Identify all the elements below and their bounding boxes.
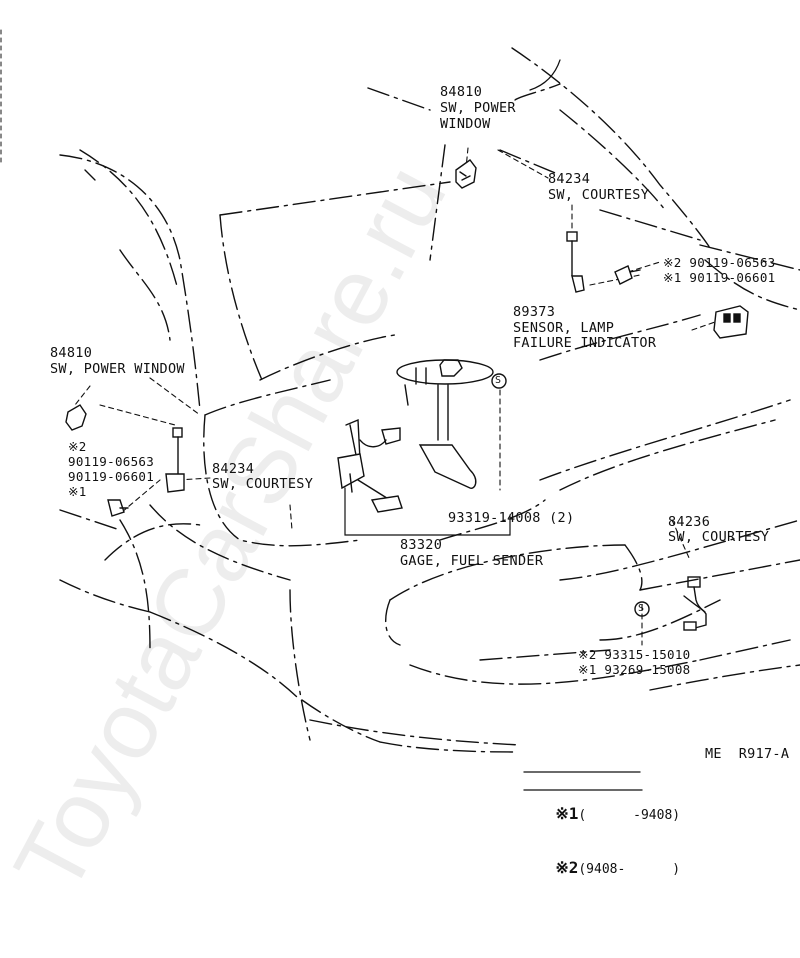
legend-row-1: ※1( -9408) — [524, 787, 680, 824]
label-bolt-left-mark2: ※2 — [68, 439, 87, 454]
label-screw-r2: ※2 93315-15010 — [578, 647, 691, 662]
legend-row-2: ※2(9408- ) — [524, 841, 680, 878]
label-figure-code: ME R917-A — [705, 746, 790, 762]
label-gage-name: GAGE, FUEL SENDER — [400, 553, 544, 569]
legend-mark-2: ※2 — [555, 858, 579, 877]
legend-rules — [523, 771, 643, 791]
leader-lines — [74, 147, 716, 646]
label-pw-right-num: 84810 — [440, 84, 483, 100]
label-courtesy-right-num: 84236 — [668, 514, 711, 530]
legend-mark-1: ※1 — [555, 804, 579, 823]
label-screw: 93319-14008 (2) — [448, 510, 575, 526]
label-bolt-left-num1: 90119-06563 — [68, 454, 155, 469]
screw-symbol-top — [491, 373, 507, 389]
label-sensor-num: 89373 — [513, 304, 556, 320]
label-sensor-name2: FAILURE INDICATOR — [513, 335, 657, 351]
courtesy-switch-right — [683, 576, 707, 631]
label-gage-num: 83320 — [400, 537, 443, 553]
power-window-switch-left — [65, 404, 87, 431]
label-bolt-r2: ※2 90119-06563 — [663, 255, 776, 270]
sensor-lamp — [713, 305, 749, 339]
label-courtesy-top-num: 84234 — [548, 171, 591, 187]
body-outline — [59, 47, 800, 753]
label-courtesy-right-name: SW, COURTESY — [668, 529, 770, 545]
label-courtesy-top-name: SW, COURTESY — [548, 187, 650, 203]
fuel-sender — [337, 359, 494, 513]
bolt-top — [614, 265, 641, 285]
screw-symbol-top-letter: S — [495, 375, 502, 386]
label-pw-right-name2: WINDOW — [440, 116, 491, 132]
screw-symbol-right-letter: S — [638, 603, 645, 614]
label-pw-left-name: SW, POWER WINDOW — [50, 361, 185, 377]
label-sensor-name: SENSOR, LAMP — [513, 320, 615, 336]
bolt-left — [107, 499, 129, 517]
legend-range-2: (9408- ) — [578, 862, 681, 877]
label-screw-r1: ※1 93269-15008 — [578, 662, 691, 677]
label-courtesy-left-num: 84234 — [212, 461, 255, 477]
label-courtesy-left-name: SW, COURTESY — [212, 476, 314, 492]
legend: ※1( -9408) ※2(9408- ) — [524, 751, 680, 878]
courtesy-switch-top — [566, 231, 585, 293]
courtesy-switch-left — [165, 427, 185, 493]
label-bolt-left-num2: 90119-06601 — [68, 469, 155, 484]
solid-leaders — [344, 59, 561, 536]
legend-range-1: ( -9408) — [578, 808, 681, 823]
screw-symbol-right — [634, 601, 650, 617]
power-window-switch-top — [455, 159, 477, 189]
label-pw-right-name: SW, POWER — [440, 100, 516, 116]
label-bolt-r1: ※1 90119-06601 — [663, 270, 776, 285]
label-pw-left-num: 84810 — [50, 345, 93, 361]
label-bolt-left-mark1: ※1 — [68, 484, 87, 499]
